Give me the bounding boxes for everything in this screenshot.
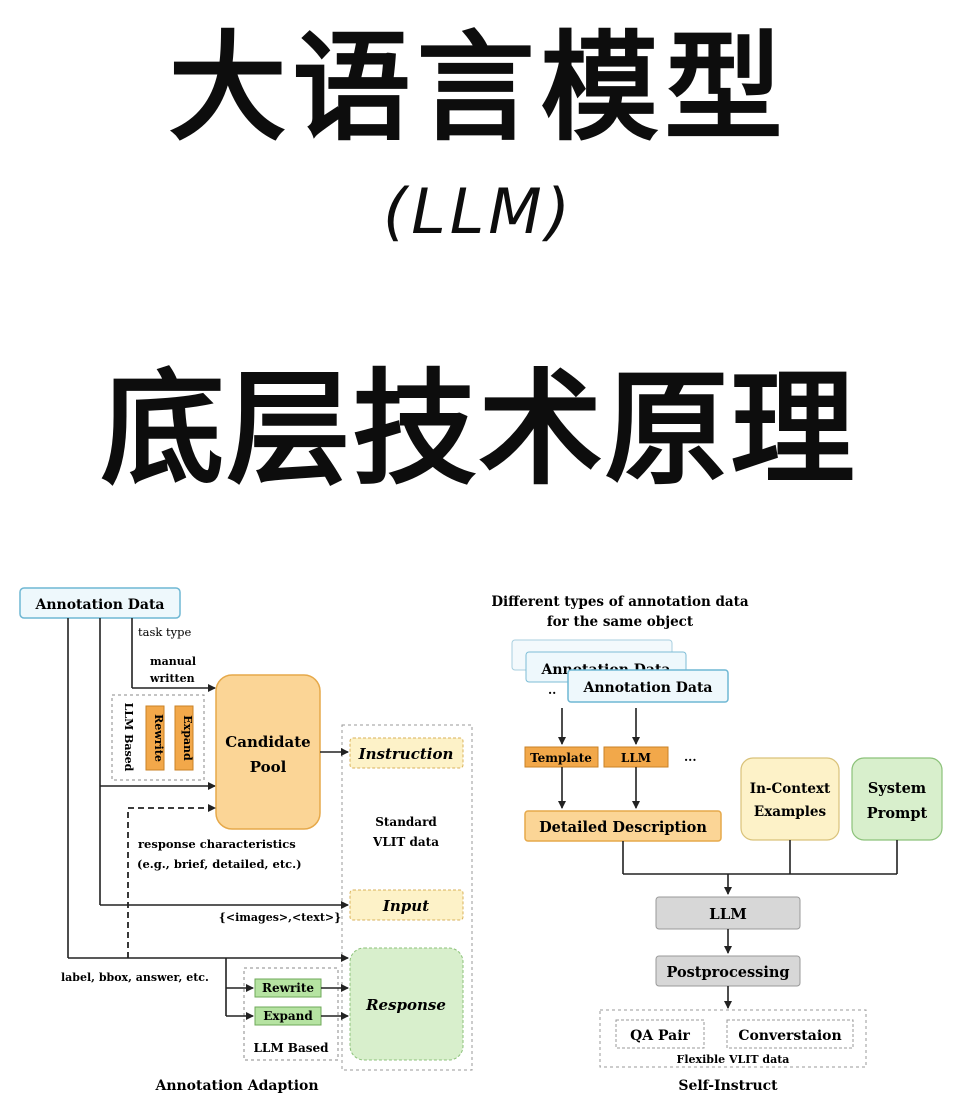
title-line-1: 大语言模型: [168, 18, 789, 157]
conversation-box: [726, 1019, 854, 1049]
llm-based-vertical-label: LLM Based: [122, 703, 135, 772]
standard-text: Standard: [375, 815, 437, 829]
llm-based-bottom-group: [243, 967, 339, 1061]
response-box: [349, 947, 464, 1061]
flexible-vlit-label: Flexible VLIT data: [677, 1053, 790, 1066]
in-context-line-2: Examples: [754, 804, 827, 820]
input-label: Input: [382, 897, 429, 915]
candidate-pool-line-1: Candidate: [225, 733, 310, 751]
written-text: written: [149, 672, 195, 685]
images-text-label: {<images>,<text>}: [219, 911, 341, 924]
flexible-vlit-container: [599, 1009, 867, 1068]
small-ellipsis: ..: [548, 683, 556, 697]
candidate-pool-line-2: Pool: [250, 758, 287, 776]
template-label: Template: [530, 751, 592, 765]
conversation-label: Converstaion: [738, 1028, 841, 1044]
detailed-description-label: Detailed Description: [539, 819, 707, 836]
in-context-line-1: In-Context: [750, 781, 831, 797]
llm-based-label: LLM Based: [253, 1041, 329, 1055]
expand-vertical-box: [174, 705, 194, 771]
candidate-pool-box: [215, 674, 321, 830]
rewrite-vertical-label: Rewrite: [152, 714, 165, 762]
qa-pair-box: [615, 1019, 705, 1049]
llm-based-dashed-group: [111, 694, 205, 781]
left-annotation-data-label: Annotation Data: [34, 597, 164, 613]
response-examples-text: (e.g., brief, detailed, etc.): [137, 857, 302, 871]
response-characteristics-text: response characteristics: [138, 837, 296, 851]
right-header-line-1: Different types of annotation data: [491, 594, 749, 610]
expand-vertical-label: Expand: [181, 715, 194, 761]
instruction-box: [349, 737, 464, 769]
annotation-adaption-caption: Annotation Adaption: [154, 1078, 318, 1094]
rewrite-vertical-box: [145, 705, 165, 771]
in-context-box: [740, 757, 840, 841]
standard-vlit-container: [341, 724, 473, 1071]
task-type-text: task type: [138, 625, 191, 639]
title-line-2: (LLM): [383, 175, 574, 248]
right-annotation-data-box: [567, 669, 729, 703]
left-diagram: Annotation Data task type manual written…: [19, 587, 473, 1094]
system-prompt-box: [851, 757, 943, 841]
system-prompt-line-2: Prompt: [867, 805, 928, 822]
self-instruct-caption: Self-Instruct: [678, 1078, 778, 1094]
response-label: Response: [365, 996, 446, 1014]
manual-text: manual: [150, 655, 196, 668]
system-prompt-line-1: System: [868, 780, 927, 797]
right-diagram: Different types of annotation data for t…: [491, 594, 943, 1094]
title-line-3: 底层技术原理: [100, 357, 857, 502]
label-bbox-text: label, bbox, answer, etc.: [61, 971, 209, 984]
rewrite-label: Rewrite: [262, 981, 314, 995]
expand-label: Expand: [263, 1009, 313, 1023]
right-header-line-2: for the same object: [547, 614, 694, 630]
vlit-data-text: VLIT data: [372, 835, 439, 849]
llm-small-label: LLM: [621, 751, 651, 765]
input-box: [349, 889, 464, 921]
right-ellipsis: ...: [684, 750, 697, 764]
instruction-label: Instruction: [358, 745, 454, 763]
postprocessing-label: Postprocessing: [666, 964, 789, 981]
llm-label: LLM: [709, 905, 747, 923]
qa-pair-label: QA Pair: [630, 1028, 690, 1044]
right-annotation-data-label: Annotation Data: [582, 680, 712, 696]
